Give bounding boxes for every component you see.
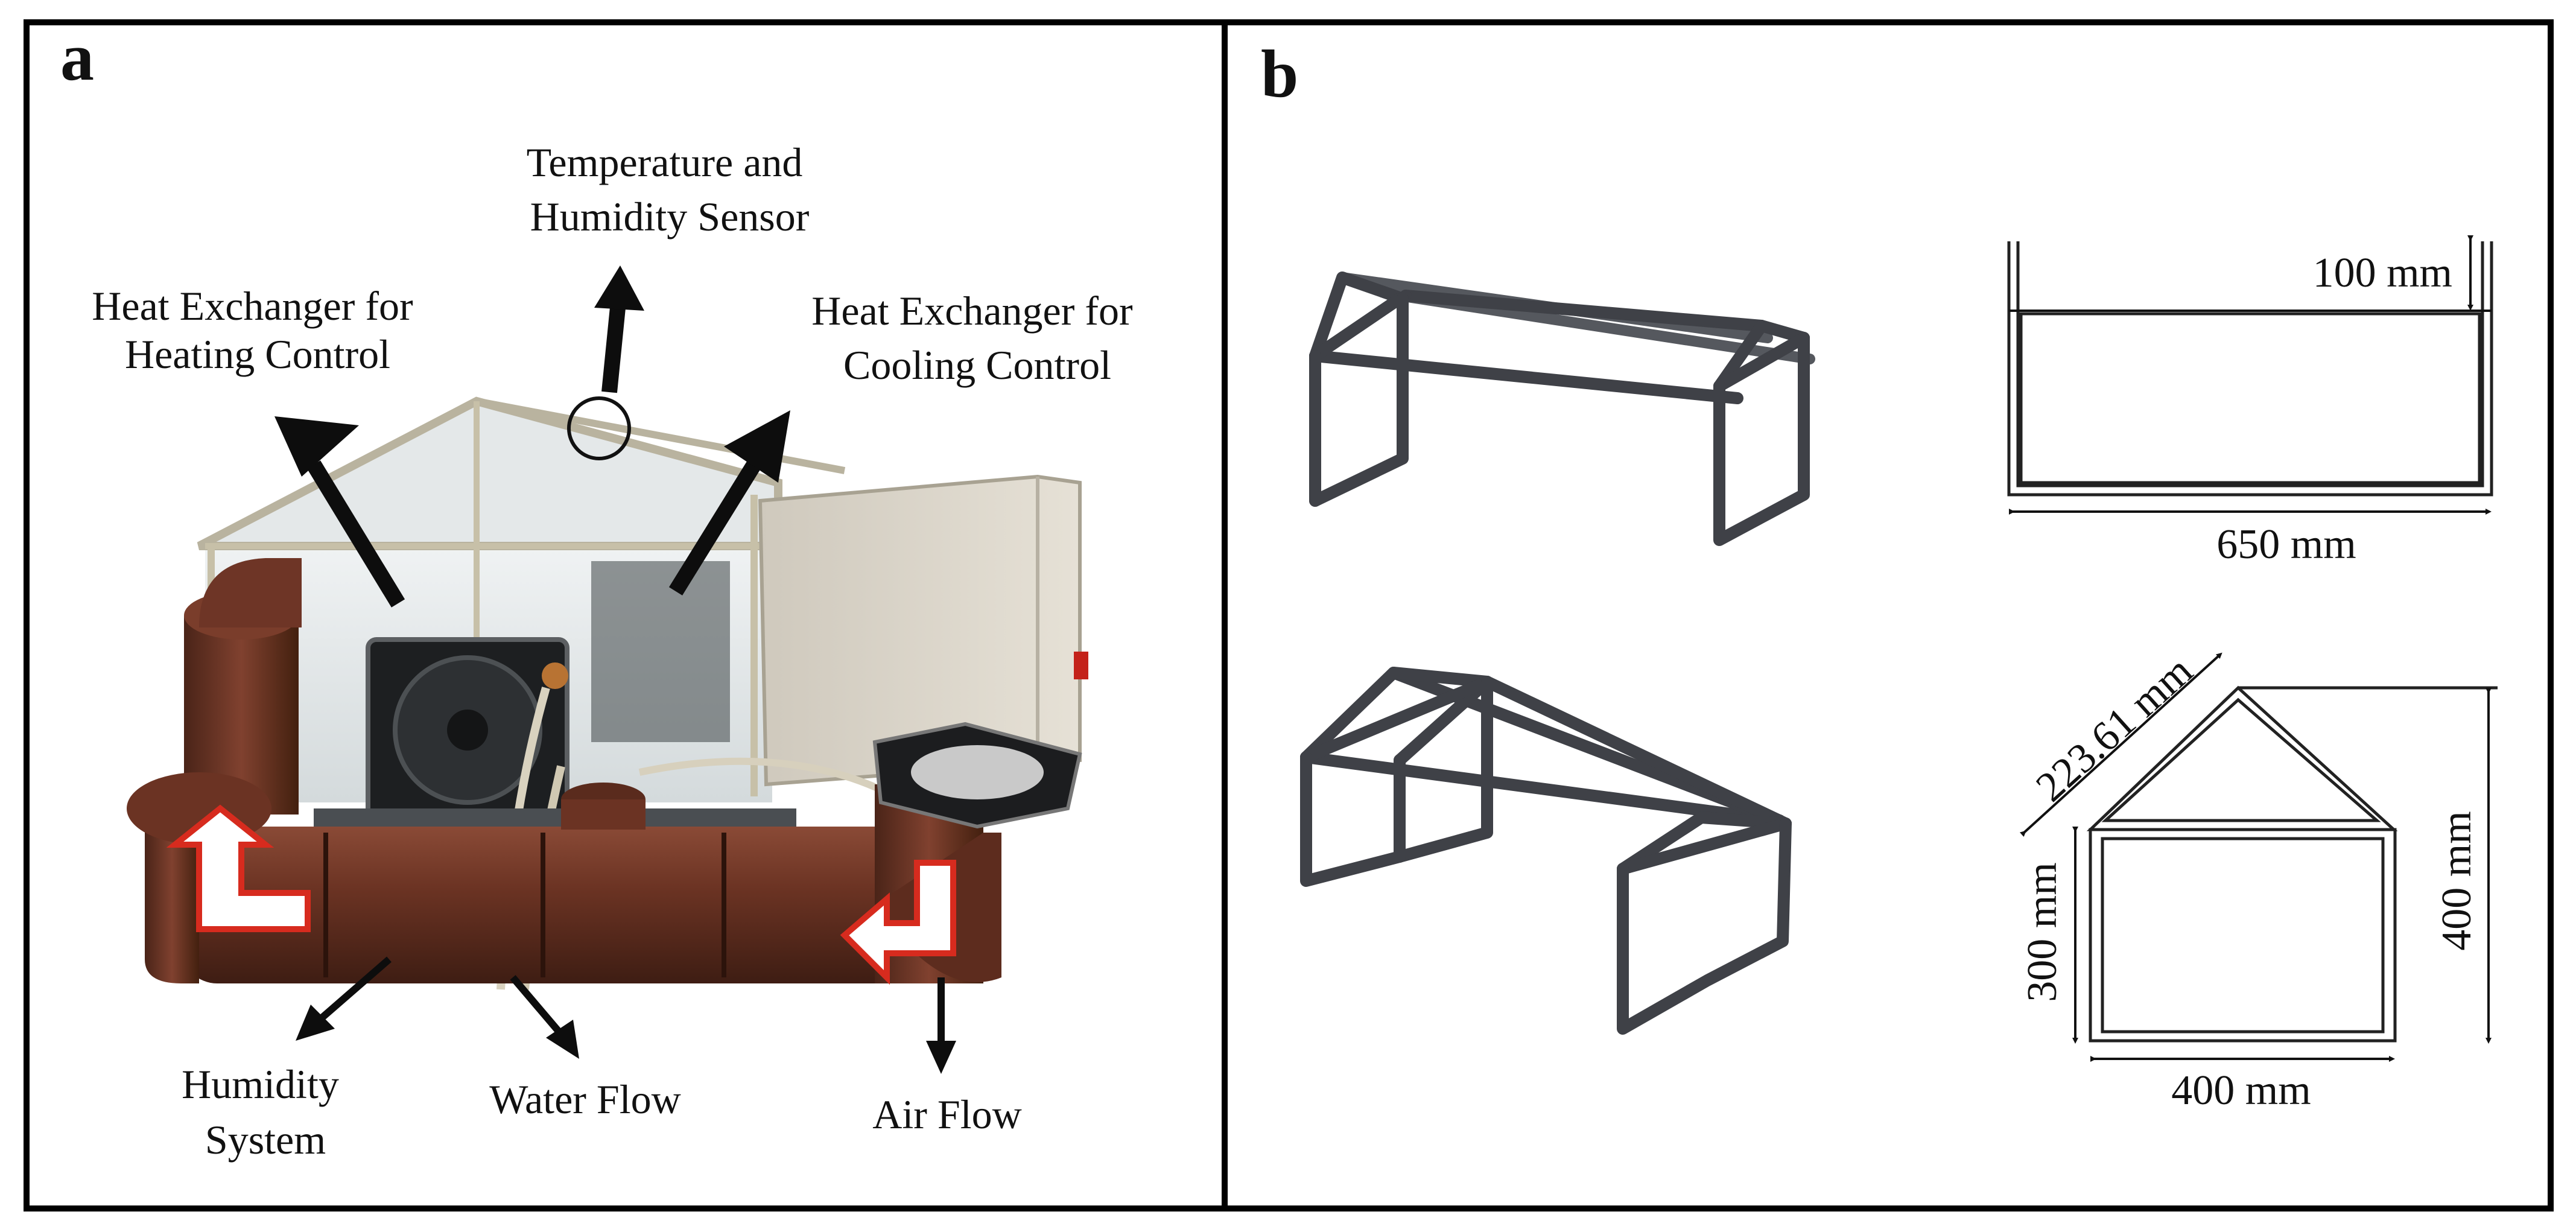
left-top-elbow xyxy=(199,558,302,627)
panel-a-letter: a xyxy=(60,20,94,95)
side-length-label: 650 mm xyxy=(2216,521,2356,568)
flow-arrow-left xyxy=(166,804,311,932)
side-elevation-drawing: 100 mm 650 mm xyxy=(2007,235,2493,568)
callout-labels: Temperature and Humidity Sensor Heat Exc… xyxy=(92,139,1143,1163)
frame-beam xyxy=(1481,676,1792,830)
front-wall-label: 300 mm xyxy=(2019,862,2066,1002)
frame-beam xyxy=(1300,751,1786,827)
panel-b-border xyxy=(1222,19,2554,1212)
flow-arrow-right xyxy=(840,860,956,985)
air-flow-label: Air Flow xyxy=(872,1091,1021,1137)
front-wall-outer xyxy=(2089,828,2397,1043)
cooling-fan-blades xyxy=(911,745,1044,799)
pipe-joints xyxy=(323,833,726,977)
frame-gable-right xyxy=(1617,811,1792,875)
water-flow-arrow xyxy=(510,975,567,1040)
heating-hx-label-line1: Heat Exchanger for xyxy=(92,283,413,329)
frame-gable-left xyxy=(1300,667,1493,766)
roof-ridge xyxy=(475,398,846,474)
frame-isometric-top xyxy=(1309,272,1815,546)
humidity-system-label-line1: Humidity xyxy=(182,1061,339,1107)
side-outline-inner xyxy=(2016,241,2484,487)
water-flow-label: Water Flow xyxy=(489,1076,680,1122)
frame-gable-left-diag xyxy=(1300,676,1493,763)
sensor-arrow xyxy=(601,300,626,393)
humidity-bowl-base xyxy=(561,799,646,830)
greenhouse-photo xyxy=(127,396,1088,990)
panel-b-letter: b xyxy=(1261,37,1298,112)
frame-gable-right-diag xyxy=(1713,332,1810,392)
air-flow-arrowhead xyxy=(926,1041,956,1074)
main-pipe xyxy=(181,827,983,983)
cooling-arrowhead xyxy=(724,410,790,483)
water-flow-arrowhead xyxy=(546,1020,579,1059)
panel-a: a xyxy=(60,20,1143,1163)
sensor-arrowhead xyxy=(594,265,644,311)
front-roof-label: 223.61 mm xyxy=(2028,647,2202,811)
sensor-indicator-circle xyxy=(567,396,631,460)
side-outline-outer xyxy=(2007,241,2493,497)
humidity-system-arrow xyxy=(317,956,392,1023)
front-wall-inner xyxy=(2101,837,2385,1034)
frame-gable-right-diag xyxy=(1617,818,1792,875)
heating-arrow xyxy=(306,460,405,608)
heating-hx-label-line2: Heating Control xyxy=(125,331,390,377)
heating-arrowhead xyxy=(274,416,359,477)
front-roof-dimension xyxy=(2019,652,2222,837)
frame-gable-right xyxy=(1713,320,1810,392)
cooling-hx-label-line1: Heat Exchanger for xyxy=(811,288,1133,334)
frame-leg-right xyxy=(1713,332,1810,546)
humidity-system-label: Humidity System xyxy=(182,1061,349,1163)
cooling-arrow xyxy=(668,460,761,595)
control-box xyxy=(758,474,1082,787)
frame-gable-left-front xyxy=(1309,293,1406,362)
panel-b: b xyxy=(1261,37,2498,1114)
humidity-system-label-line2: System xyxy=(205,1117,326,1163)
frame-leg-right xyxy=(1617,818,1792,1035)
humidity-system-arrowhead xyxy=(296,1005,335,1041)
copper-fitting xyxy=(542,662,568,689)
temp-sensor-label: Temperature and Humidity Sensor xyxy=(527,139,813,240)
temp-sensor-label-line2: Humidity Sensor xyxy=(530,194,810,240)
red-switch xyxy=(1074,652,1088,679)
cooling-hx-label-line2: Cooling Control xyxy=(843,342,1111,388)
front-total-label: 400 mm xyxy=(2434,811,2480,950)
temp-sensor-label-line1: Temperature and xyxy=(527,139,803,185)
front-elevation-drawing: 223.61 mm 300 mm 400 mm 400 mm xyxy=(2019,647,2498,1114)
frame-beam xyxy=(1400,290,1768,332)
front-width-label: 400 mm xyxy=(2171,1067,2311,1114)
interior-shadow xyxy=(591,561,730,742)
heating-fan-hub xyxy=(447,710,488,751)
frame-beam xyxy=(1309,350,1743,404)
side-height-label: 100 mm xyxy=(2313,250,2452,296)
side-wall-panel xyxy=(2019,312,2481,484)
frame-isometric-bottom xyxy=(1300,667,1792,1035)
cooling-hx-label: Heat Exchanger for Cooling Control xyxy=(811,288,1143,388)
callout-arrows xyxy=(274,265,956,1074)
heating-hx-label: Heat Exchanger for Heating Control xyxy=(92,283,423,377)
